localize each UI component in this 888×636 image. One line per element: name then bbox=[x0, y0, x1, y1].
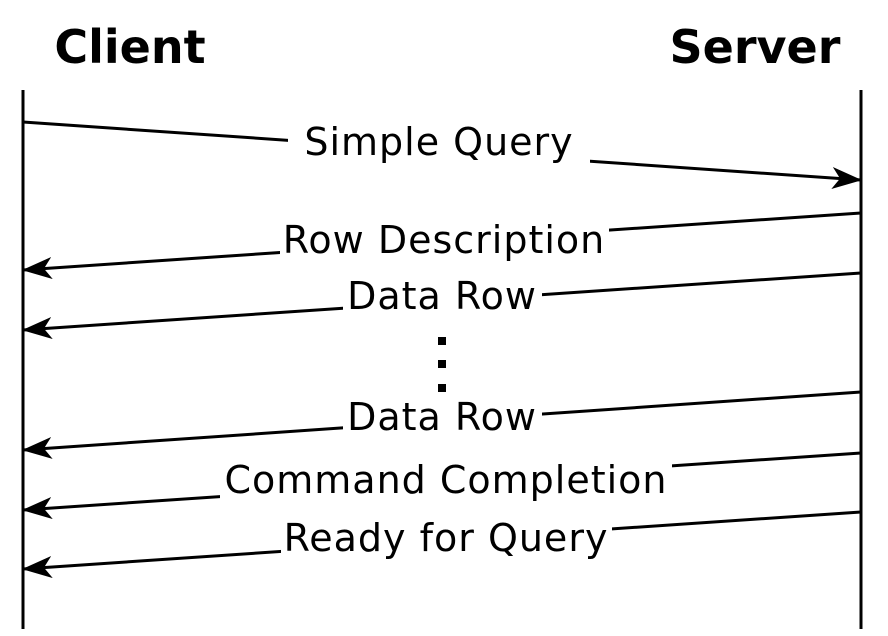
message-data-row-1: Data Row bbox=[22, 271, 862, 340]
actor-label-client: Client bbox=[54, 20, 205, 74]
message-label-ready-for-query: Ready for Query bbox=[284, 516, 609, 560]
ellipsis-dot bbox=[438, 384, 446, 392]
label-mask bbox=[280, 220, 609, 265]
ellipsis-dot bbox=[438, 360, 446, 368]
message-label-row-description: Row Description bbox=[283, 218, 606, 262]
label-mask bbox=[281, 518, 612, 563]
message-simple-query: Simple Query bbox=[22, 120, 862, 189]
vertical-ellipsis bbox=[438, 337, 446, 392]
message-row-description: Row Description bbox=[22, 211, 862, 280]
message-label-command-completion: Command Completion bbox=[224, 458, 667, 502]
message-label-simple-query: Simple Query bbox=[304, 120, 573, 164]
message-ready-for-query: Ready for Query bbox=[22, 510, 862, 579]
actor-label-server: Server bbox=[670, 20, 841, 74]
message-data-row-2: Data Row bbox=[22, 390, 862, 459]
label-mask bbox=[343, 276, 542, 321]
label-mask bbox=[288, 120, 590, 167]
ellipsis-dot bbox=[438, 337, 446, 345]
label-mask bbox=[220, 460, 672, 505]
message-label-data-row-2: Data Row bbox=[347, 395, 537, 439]
message-label-data-row-1: Data Row bbox=[347, 274, 537, 318]
message-command-completion: Command Completion bbox=[22, 451, 862, 520]
label-mask bbox=[343, 397, 542, 442]
